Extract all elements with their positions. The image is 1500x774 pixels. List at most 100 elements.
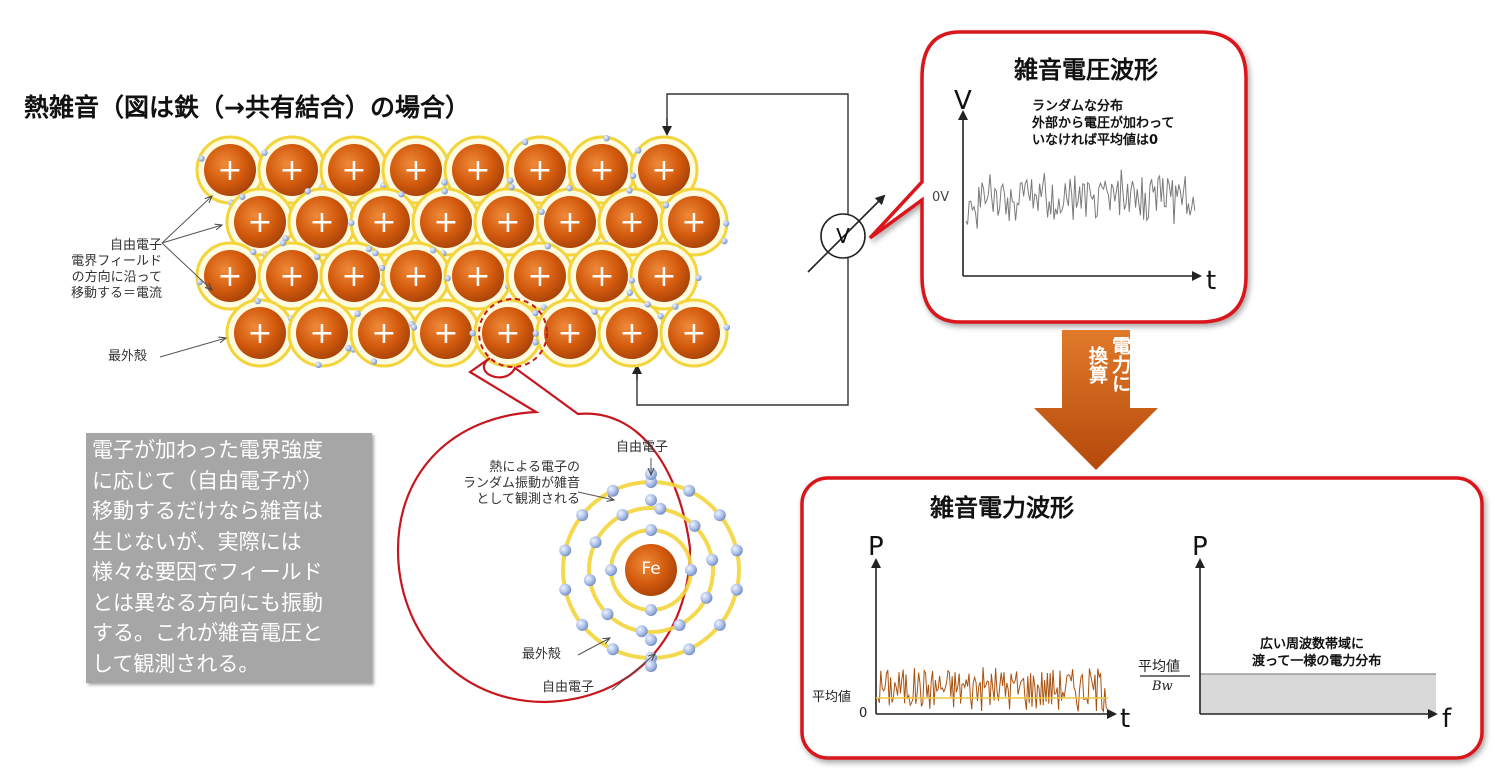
voltage-panel-title: 雑音電圧波形 <box>1014 56 1158 84</box>
shell-electron <box>635 625 648 638</box>
voltage-noise-trace <box>965 169 1196 229</box>
nucleus <box>266 250 318 302</box>
caption-line-3: の方向に沿って <box>71 270 162 285</box>
shell-electron <box>616 508 629 521</box>
vibration-caption: 熱による電子の ランダム振動が雑音 として観測される <box>418 460 580 508</box>
plus-sign: + <box>495 316 520 351</box>
free-electron <box>354 310 361 317</box>
free-electron <box>279 239 287 247</box>
shell-electron <box>576 509 589 522</box>
conversion-arrow <box>1034 330 1158 470</box>
description-line-6: とは異なる方向にも振動 <box>92 590 323 615</box>
atom-detail-balloon <box>396 357 692 704</box>
plus-sign: + <box>217 153 242 188</box>
shell-electron <box>645 604 657 616</box>
power-left-axes <box>871 558 1117 719</box>
power-right-y-axis-label: P <box>1192 532 1208 562</box>
free-electron <box>444 275 451 282</box>
shell-electron <box>589 536 602 549</box>
lattice-atom: + <box>349 298 419 368</box>
lattice-atom: + <box>567 135 637 205</box>
nucleus <box>482 307 534 359</box>
plus-sign: + <box>309 205 334 240</box>
wire-top <box>666 93 849 215</box>
shell-electron <box>683 643 696 656</box>
conversion-text-col-2: 換算 <box>1086 345 1108 384</box>
voltmeter <box>807 194 886 273</box>
free-electron <box>441 188 448 195</box>
free-electron <box>538 208 545 216</box>
plus-sign: + <box>465 259 490 294</box>
power-right-x-axis-label: f <box>1442 704 1452 734</box>
plus-sign: + <box>495 205 520 240</box>
free-electron <box>196 278 204 286</box>
free-electron <box>250 248 257 256</box>
plus-sign: + <box>527 259 552 294</box>
nucleus <box>638 250 690 302</box>
shell-electron <box>673 619 686 632</box>
conversion-arrow-text: 電力に 換算 <box>1086 336 1131 393</box>
plus-sign: + <box>681 205 706 240</box>
power-right-note: 広い周波数帯域に 渡って一様の電力分布 <box>1252 636 1381 670</box>
free-electron <box>644 301 651 308</box>
free-electron <box>315 361 322 369</box>
free-electron <box>398 191 405 198</box>
free-electron <box>441 179 448 186</box>
power-left-y-axis-label: P <box>868 532 884 562</box>
wire-bottom <box>636 257 849 406</box>
free-electron <box>261 149 268 156</box>
conversion-text-col-1: 電力に <box>1109 336 1131 393</box>
nucleus <box>296 307 348 359</box>
description-line-4: 生じないが、実際には <box>92 529 302 554</box>
nucleus <box>514 144 566 196</box>
caption-line-2: 電界フィールド <box>71 254 162 269</box>
lattice-atom: + <box>257 135 327 208</box>
shell-electron <box>730 544 743 557</box>
nucleus <box>390 250 442 302</box>
power-noise-trace <box>877 667 1109 714</box>
plus-sign: + <box>309 316 334 351</box>
description-line-5: 様々な要因でフィールド <box>92 560 323 584</box>
description-line-2: に応じて（自由電子が） <box>92 468 323 493</box>
free-electron <box>723 324 731 331</box>
nucleus <box>328 144 380 196</box>
shell-electron <box>713 509 726 522</box>
nucleus <box>358 307 410 359</box>
atom-free-electron-top-label: 自由電子 <box>616 440 669 455</box>
free-electron <box>603 135 610 142</box>
shell-electron <box>606 643 619 656</box>
plus-sign: + <box>341 259 366 294</box>
free-electron <box>372 249 379 257</box>
escaping-electron <box>645 660 657 672</box>
nucleus <box>420 307 472 359</box>
free-electron <box>507 177 514 184</box>
shell-electron <box>605 564 617 576</box>
free-electron <box>365 245 373 253</box>
voltmeter-label: V <box>836 224 850 248</box>
voltage-panel <box>868 30 1248 324</box>
nucleus <box>606 196 658 248</box>
lattice-atom: + <box>225 187 295 258</box>
nucleus <box>544 196 596 248</box>
circuit-wires <box>632 93 849 406</box>
voltage-axes <box>958 110 1202 281</box>
voltage-note-line-1: ランダムな分布 <box>1032 99 1124 114</box>
nucleus <box>204 144 256 196</box>
free-electron <box>626 187 633 194</box>
voltage-panel-frame <box>868 30 1248 324</box>
free-electron <box>532 339 539 346</box>
bandwidth-label: Bw <box>1152 679 1173 694</box>
lattice-atom: + <box>659 298 731 368</box>
atom-callouts <box>577 458 655 691</box>
nucleus <box>576 144 628 196</box>
power-left-zero-label: 0 <box>859 706 868 721</box>
power-note-line-1: 広い周波数帯域に <box>1260 637 1365 652</box>
lattice-atom: + <box>597 187 667 257</box>
plus-sign: + <box>557 205 582 240</box>
shell-electron <box>645 524 657 536</box>
fe-nucleus <box>625 544 677 596</box>
shell-electron <box>685 564 697 576</box>
free-electron <box>629 172 637 179</box>
description-line-7: する。これが雑音電圧と <box>92 621 323 645</box>
